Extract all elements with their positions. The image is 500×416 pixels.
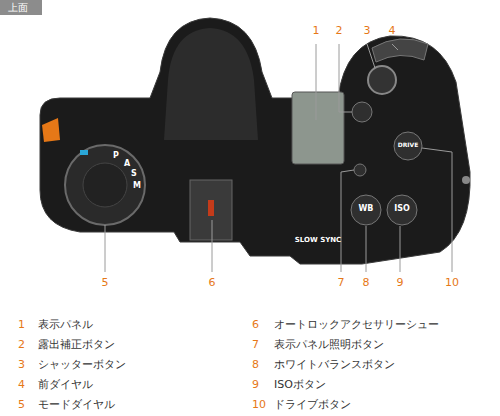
light-button	[354, 164, 366, 176]
leader-line	[316, 44, 317, 120]
list-number: 2	[18, 338, 25, 351]
front-dial	[372, 39, 428, 62]
callout-number: 8	[363, 276, 370, 289]
list-number: 1	[18, 318, 25, 331]
leader-line	[105, 225, 106, 272]
list-number: 7	[252, 338, 259, 351]
callout-number: 3	[364, 24, 371, 37]
part-name: オートロックアクセサリーシュー	[274, 318, 439, 331]
list-number: 10	[252, 398, 266, 411]
shutter-button	[368, 66, 396, 94]
part-name: 前ダイヤル	[38, 378, 93, 391]
part-name: 表示パネル	[38, 318, 93, 331]
strap-lug	[462, 176, 470, 184]
leader-line	[341, 170, 354, 272]
dial-text: A	[124, 159, 130, 169]
prism-highlight	[164, 28, 258, 140]
part-name: シャッターボタン	[38, 358, 126, 371]
button-text: ISO	[394, 204, 410, 214]
mode-dial-mark	[80, 150, 88, 155]
drive-button	[394, 132, 422, 160]
accessory-shoe	[190, 180, 232, 240]
part-name: 表示パネル照明ボタン	[274, 338, 384, 351]
leader-line	[366, 226, 367, 272]
leader-line	[392, 44, 398, 50]
part-name: モードダイヤル	[38, 398, 115, 411]
leader-line	[212, 220, 213, 272]
section-tab: 上面	[0, 0, 42, 15]
callout-number: 4	[389, 24, 396, 37]
list-number: 5	[18, 398, 25, 411]
part-name: 露出補正ボタン	[38, 338, 115, 351]
callout-number: 6	[209, 276, 216, 289]
callout-number: 1	[313, 24, 320, 37]
mode-dial	[65, 145, 145, 225]
leader-line	[400, 226, 401, 272]
leader-line	[422, 148, 452, 272]
list-number: 4	[18, 378, 25, 391]
wb-button	[351, 195, 381, 225]
exposure-button	[352, 102, 372, 122]
callout-number: 10	[445, 276, 459, 289]
callout-number: 9	[397, 276, 404, 289]
display-panel	[292, 92, 344, 164]
logo-mark	[42, 118, 60, 142]
camera-text: SLOW SYNC	[295, 236, 341, 244]
dial-text: M	[133, 181, 141, 191]
part-name: ドライブボタン	[274, 398, 351, 411]
iso-button	[387, 195, 417, 225]
leader-line	[367, 44, 375, 68]
list-number: 9	[252, 378, 259, 391]
list-number: 6	[252, 318, 259, 331]
callout-number: 5	[102, 276, 109, 289]
mode-dial-center	[83, 163, 127, 207]
list-number: 3	[18, 358, 25, 371]
button-text: WB	[359, 204, 374, 214]
button-text: DRIVE	[398, 141, 419, 148]
part-name: ISOボタン	[274, 378, 326, 391]
dial-text: S	[131, 169, 137, 179]
list-number: 8	[252, 358, 259, 371]
leader-lines	[105, 44, 452, 272]
dial-text: P	[113, 151, 119, 161]
shoe-contact	[208, 200, 214, 216]
callout-number: 2	[336, 24, 343, 37]
callout-number: 7	[338, 276, 345, 289]
leader-line	[339, 44, 352, 112]
part-name: ホワイトバランスボタン	[274, 358, 395, 371]
